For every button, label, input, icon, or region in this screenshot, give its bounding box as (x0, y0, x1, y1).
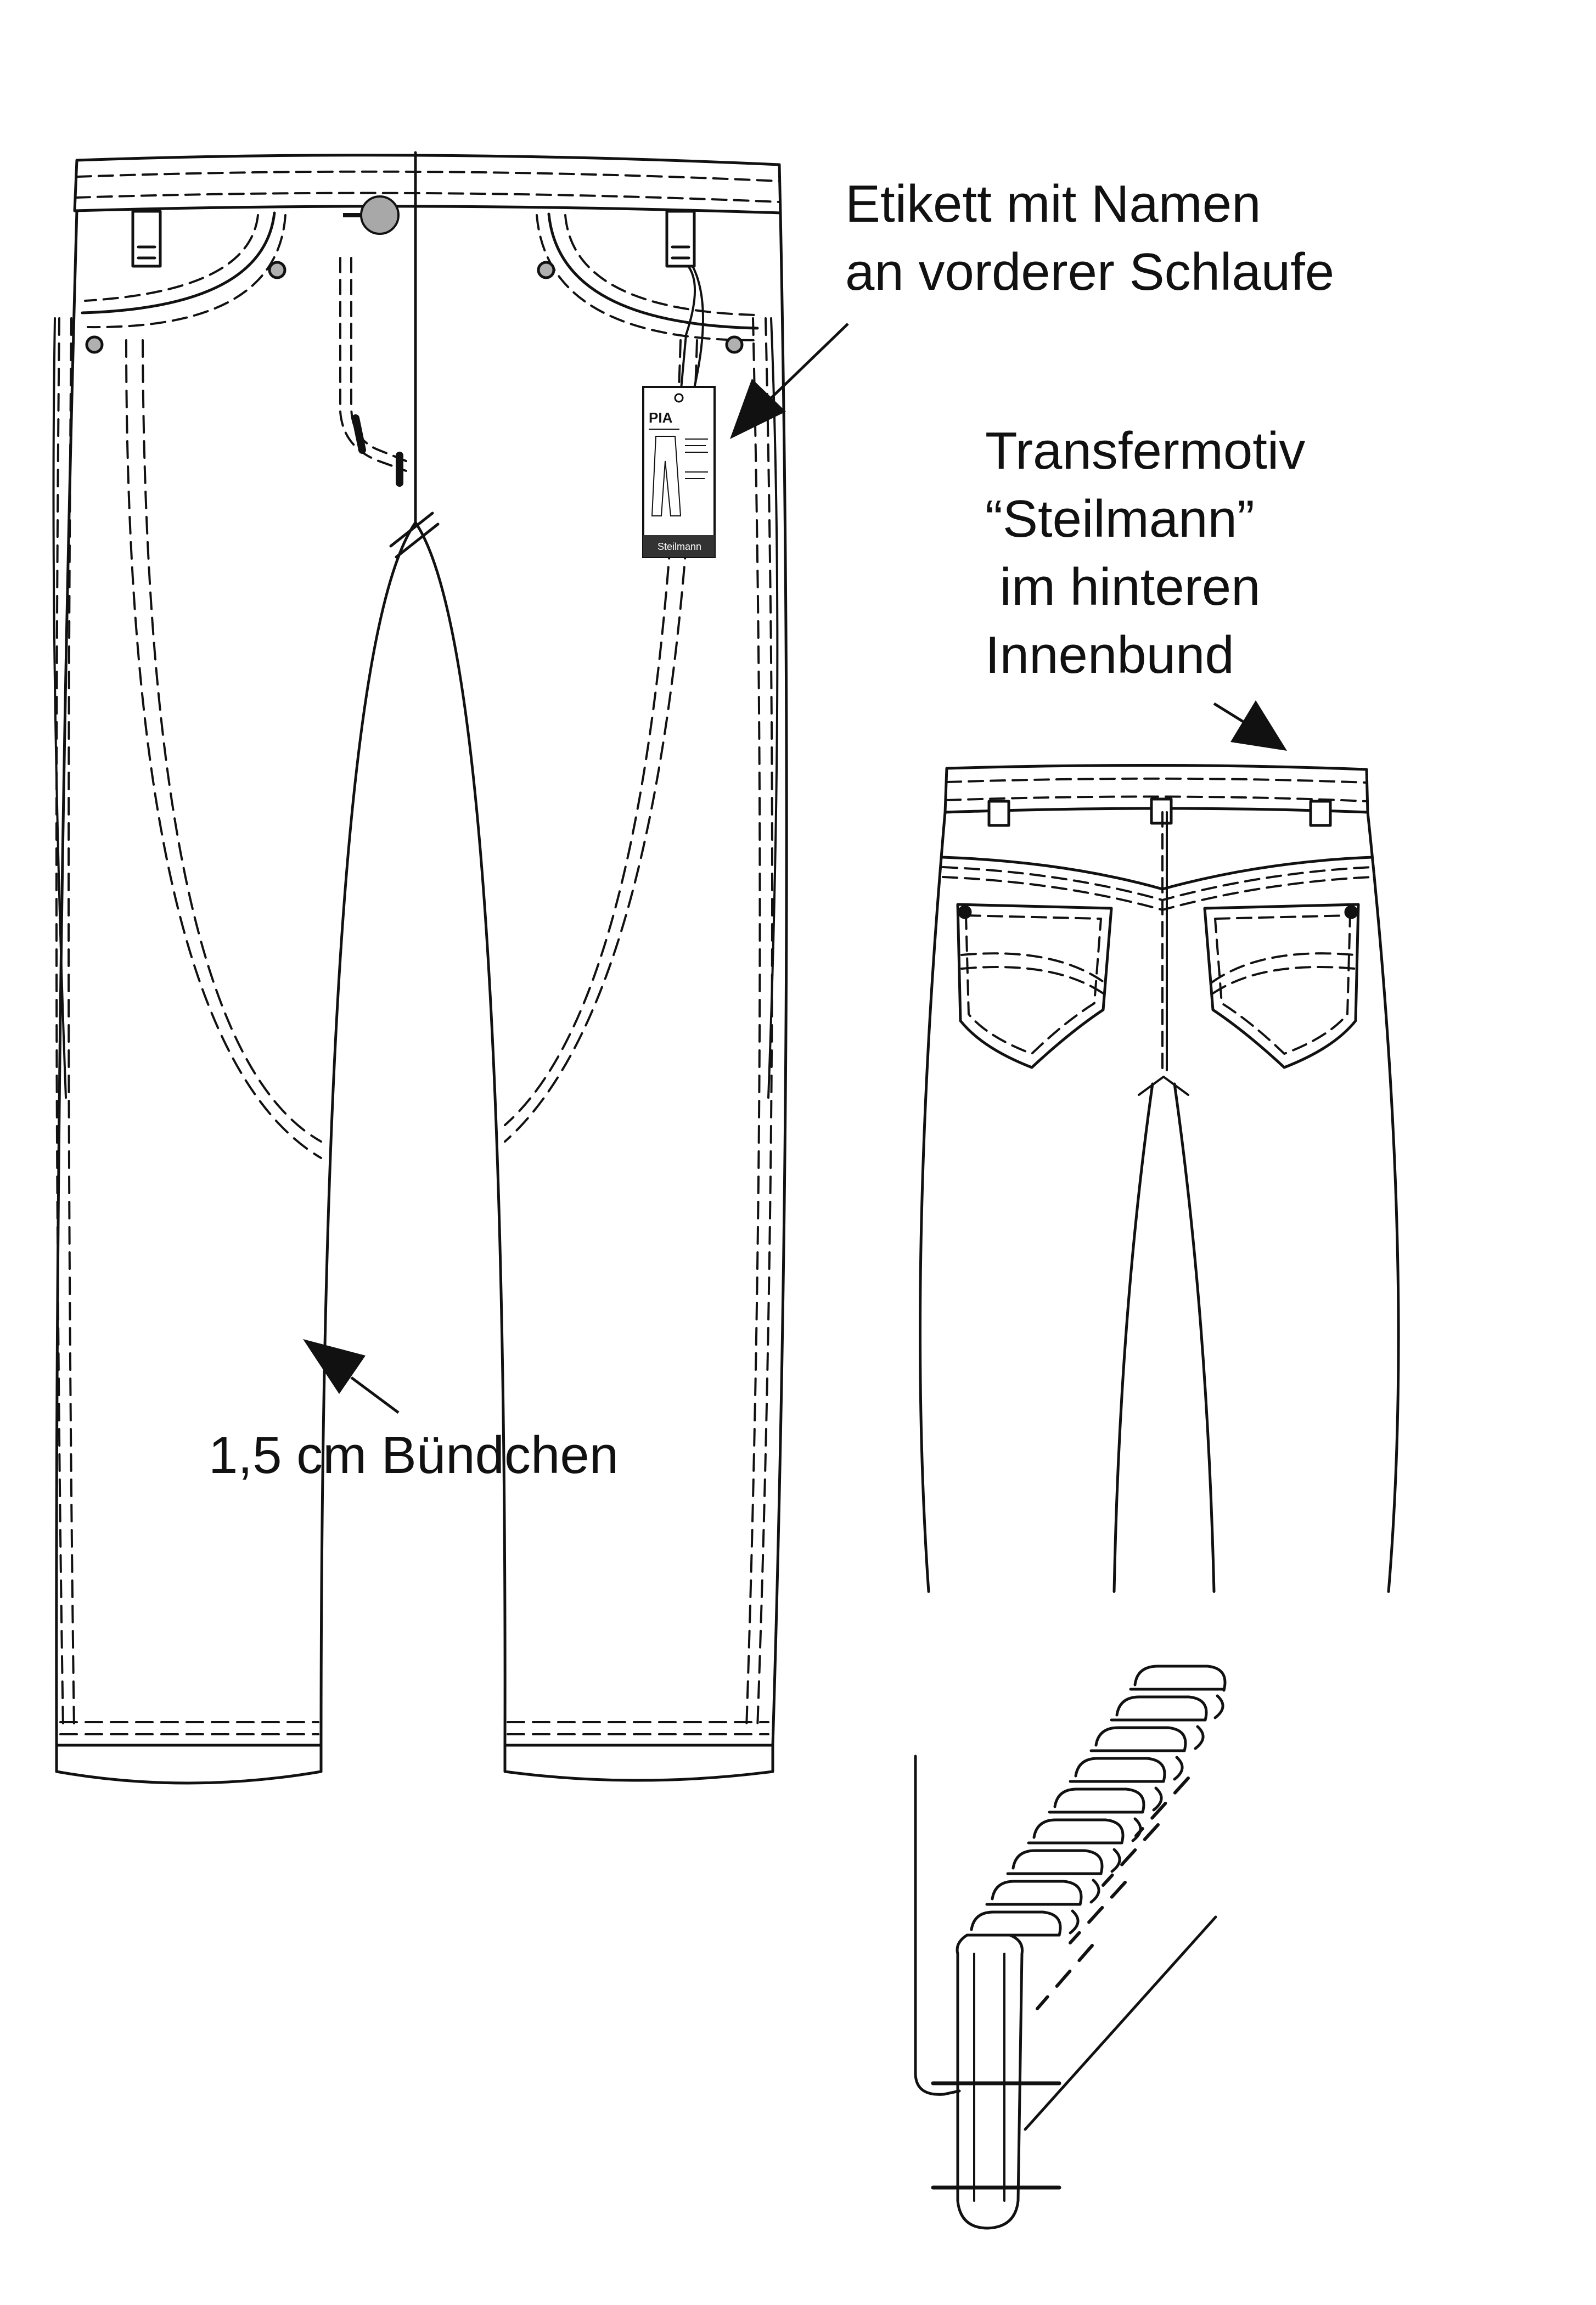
front-right-leg (414, 211, 788, 1747)
hang-tag-annotation: Etikett mit Namen an vorderer Schlaufe (845, 175, 1335, 301)
arrow-to-inner-waistband (1213, 700, 1287, 751)
arrow-to-hang-tag (730, 323, 849, 439)
front-belt-loop-left (131, 210, 162, 268)
cuff-annotation: 1,5 cm Bündchen (209, 1426, 619, 1485)
back-view (919, 763, 1400, 1593)
back-pocket-left (956, 903, 1113, 1069)
hang-tag: PIA Steilmann (642, 265, 716, 558)
hang-tag-brand: Steilmann (657, 541, 701, 552)
front-belt-loop-right (665, 210, 696, 268)
cuff-right (503, 1721, 774, 1782)
back-left-leg (919, 811, 947, 1593)
transfer-print-annotation: Transfermotiv “Steilmann” im hinteren In… (985, 421, 1306, 684)
front-pocket-left (81, 211, 276, 314)
front-left-leg (55, 209, 417, 1747)
front-view (52, 151, 788, 1785)
cuff-detail (914, 1665, 1227, 2230)
hang-tag-title: PIA (649, 409, 673, 426)
arrow-to-cuff (303, 1339, 400, 1414)
front-pocket-right (547, 212, 759, 330)
cuff-left (55, 1721, 323, 1785)
back-right-leg (1366, 811, 1400, 1593)
back-pocket-right (1203, 903, 1360, 1069)
front-button (343, 195, 400, 235)
